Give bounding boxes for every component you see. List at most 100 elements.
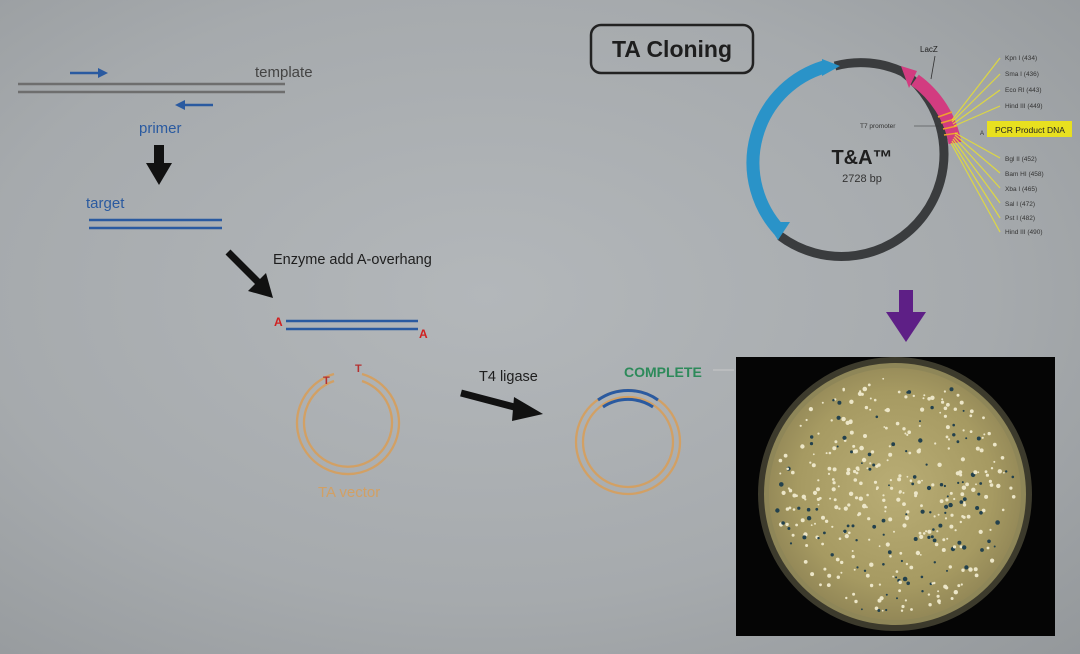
- white-colony: [920, 504, 923, 508]
- white-colony: [862, 386, 868, 392]
- site-label: Bgl II (452): [1005, 156, 1037, 163]
- white-colony: [812, 453, 815, 456]
- blue-colony: [895, 576, 898, 579]
- blue-colony: [987, 539, 991, 544]
- white-colony: [779, 472, 782, 475]
- white-colony: [969, 430, 973, 433]
- white-colony: [943, 406, 948, 411]
- white-colony: [917, 480, 921, 484]
- white-colony: [1003, 471, 1005, 474]
- white-colony: [966, 514, 971, 519]
- title-frame: [589, 23, 755, 75]
- white-colony: [825, 452, 828, 455]
- white-colony: [921, 479, 923, 482]
- white-colony: [985, 473, 990, 477]
- blue-colony: [842, 435, 847, 440]
- white-colony: [971, 487, 976, 492]
- blue-colony: [979, 482, 983, 485]
- insert-label: PCR Product DNA: [995, 125, 1065, 135]
- blue-colony: [1005, 470, 1008, 473]
- white-colony: [889, 555, 892, 558]
- white-colony: [830, 419, 833, 422]
- white-colony: [852, 592, 856, 596]
- blue-colony: [806, 507, 811, 512]
- white-colony: [886, 459, 889, 462]
- blue-colony: [962, 409, 965, 412]
- white-colony: [883, 426, 886, 428]
- blue-colony: [918, 438, 923, 443]
- blue-colony: [817, 536, 820, 540]
- white-colony: [918, 531, 922, 535]
- blue-colony: [995, 520, 1000, 525]
- blue-colony: [962, 497, 967, 501]
- white-colony: [945, 498, 949, 502]
- white-colony: [846, 467, 851, 472]
- white-colony: [785, 522, 789, 527]
- white-colony: [958, 470, 963, 474]
- white-colony: [961, 485, 967, 490]
- white-colony: [981, 436, 984, 439]
- white-colony: [953, 407, 957, 411]
- site-label: Hind III (490): [1005, 229, 1043, 236]
- white-colony: [968, 567, 973, 572]
- white-colony: [800, 444, 805, 449]
- blue-colony: [781, 521, 785, 525]
- white-colony: [869, 408, 872, 411]
- white-colony: [988, 479, 993, 483]
- white-colony: [791, 533, 795, 537]
- white-colony: [977, 471, 980, 474]
- promoter-label: T7 promoter: [860, 123, 896, 130]
- ta-vector-label: TA vector: [318, 484, 380, 501]
- blue-colony: [846, 524, 850, 528]
- white-colony: [1009, 486, 1013, 490]
- white-colony: [821, 542, 824, 546]
- white-colony: [841, 416, 846, 422]
- blue-colony: [832, 399, 835, 402]
- white-colony: [1000, 456, 1005, 460]
- blue-colony: [939, 483, 944, 487]
- white-colony: [836, 575, 840, 579]
- white-colony: [805, 418, 808, 422]
- white-colony: [786, 467, 789, 471]
- blue-colony: [965, 437, 968, 440]
- white-colony: [937, 462, 942, 467]
- white-colony: [927, 397, 931, 401]
- blue-colony: [797, 506, 801, 510]
- site-label: Eco RI (443): [1005, 87, 1042, 94]
- white-colony: [795, 494, 798, 498]
- blue-colony: [993, 545, 996, 548]
- white-colony: [901, 604, 905, 609]
- white-colony: [865, 506, 868, 509]
- white-colony: [960, 583, 963, 586]
- white-colony: [859, 481, 863, 486]
- white-colony: [843, 506, 848, 511]
- blue-colony: [887, 550, 892, 555]
- white-colony: [959, 473, 963, 477]
- blue-colony: [1011, 475, 1015, 479]
- white-colony: [934, 542, 939, 547]
- white-colony: [919, 554, 922, 556]
- ligase-arrow-icon: [460, 389, 543, 421]
- white-colony: [953, 497, 956, 501]
- blue-colony: [896, 597, 898, 600]
- title-box: TA Cloning: [589, 23, 755, 75]
- white-colony: [986, 546, 990, 550]
- white-colony: [904, 432, 907, 435]
- white-colony: [928, 603, 932, 607]
- white-colony: [854, 449, 858, 454]
- white-colony: [906, 475, 909, 478]
- blue-colony: [851, 524, 855, 528]
- white-colony: [899, 551, 903, 555]
- site-label: Sal I (472): [1005, 201, 1035, 208]
- white-colony: [804, 498, 807, 501]
- white-colony: [818, 496, 822, 500]
- white-colony: [885, 407, 890, 413]
- blue-colony: [920, 575, 924, 579]
- white-colony: [992, 442, 997, 447]
- white-colony: [857, 391, 863, 396]
- white-colony: [831, 487, 836, 492]
- site-label: Xba I (465): [1005, 186, 1037, 193]
- blue-colony: [949, 387, 954, 392]
- white-colony: [823, 567, 827, 571]
- blue-colony: [946, 495, 949, 498]
